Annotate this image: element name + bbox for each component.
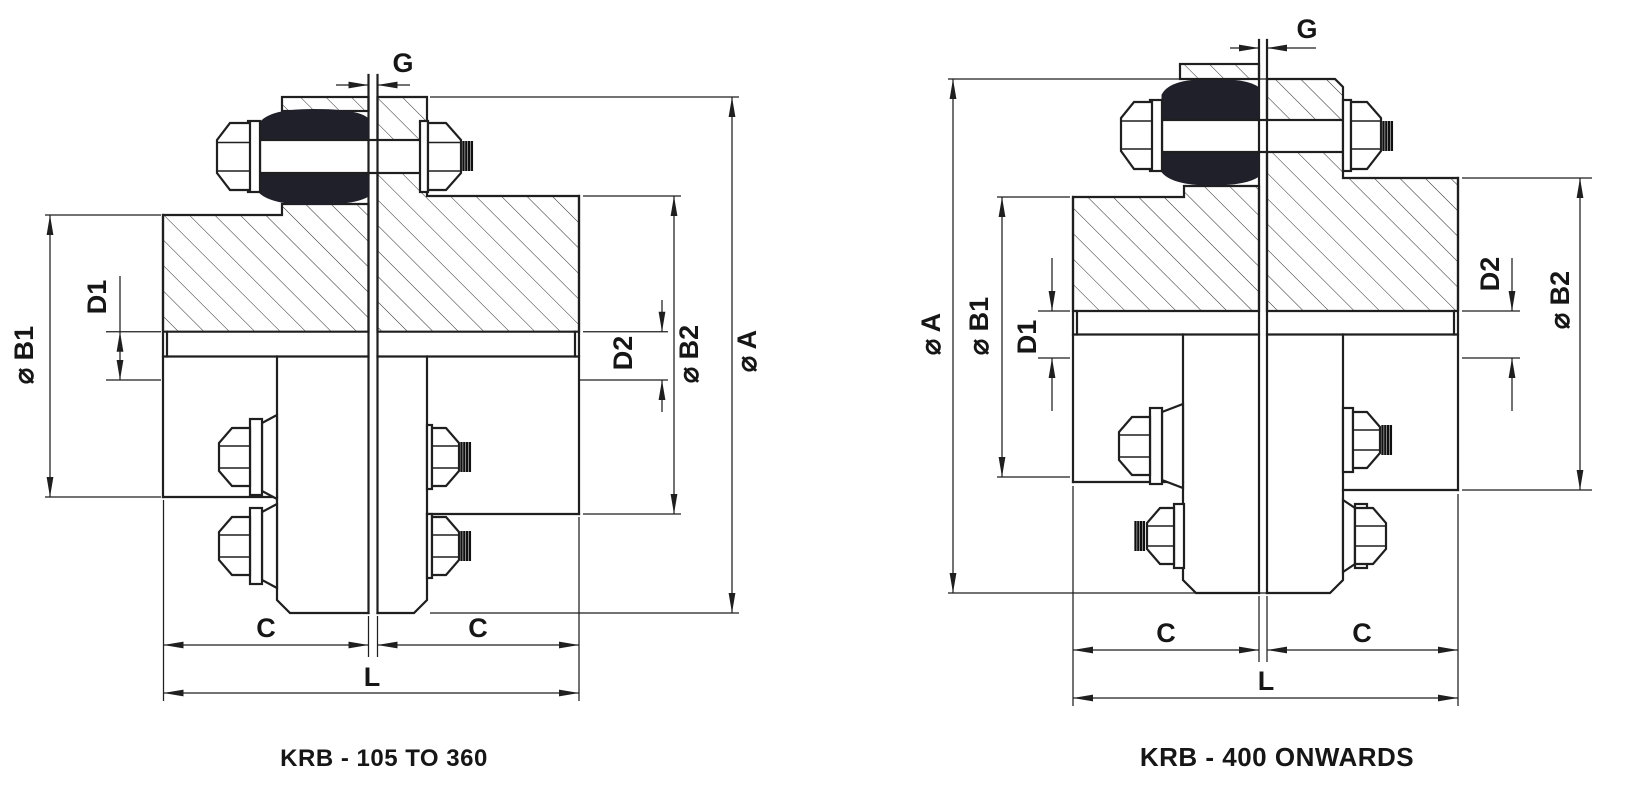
dim-label-b1-right: ⌀ B1 bbox=[964, 297, 994, 355]
pin-bush-assembly-right bbox=[1119, 78, 1394, 186]
nut-washer bbox=[418, 119, 430, 194]
thread-end-right bbox=[1382, 119, 1394, 153]
dim-label-c2-right: C bbox=[1352, 618, 1372, 648]
pin-nut-right bbox=[1349, 100, 1383, 171]
thread-end bbox=[462, 139, 474, 173]
dim-label-d2-left: D2 bbox=[608, 336, 638, 371]
dim-label-a-right: ⌀ A bbox=[916, 313, 946, 355]
dim-label-gap-left: G bbox=[392, 48, 413, 78]
sectioned-hubs-left-diagram bbox=[161, 95, 581, 333]
dim-label-a-left: ⌀ A bbox=[732, 330, 762, 372]
dimension-lines-left-diagram bbox=[45, 81, 739, 701]
diagram-krb-105-to-360: G ⌀ B1 D1 D2 ⌀ B2 ⌀ A C C L KRB - 105 TO… bbox=[9, 48, 762, 772]
caption-right-diagram: KRB - 400 ONWARDS bbox=[1140, 742, 1414, 772]
dim-label-c2-left: C bbox=[468, 613, 488, 643]
caption-left-diagram: KRB - 105 TO 360 bbox=[280, 745, 488, 772]
bolt-head bbox=[215, 121, 252, 192]
dim-label-l-right: L bbox=[1258, 666, 1275, 696]
dim-label-b2-right: ⌀ B2 bbox=[1545, 271, 1575, 329]
diagram-krb-400-onwards: G ⌀ A ⌀ B1 D1 D2 ⌀ B2 C C L KRB - 400 ON… bbox=[916, 14, 1592, 772]
pin-nut bbox=[426, 121, 463, 192]
nut-washer-right bbox=[1341, 98, 1353, 173]
flange-bolts-left-diagram bbox=[217, 413, 472, 590]
flange-bolts-right-diagram bbox=[1117, 402, 1393, 575]
outside-view-left-diagram bbox=[161, 194, 581, 615]
dim-label-d1-left: D1 bbox=[82, 280, 112, 315]
dim-label-l-left: L bbox=[364, 662, 381, 692]
dim-label-d2-right: D2 bbox=[1475, 257, 1505, 292]
dim-label-b2-left: ⌀ B2 bbox=[674, 325, 704, 383]
dim-label-c1-right: C bbox=[1156, 618, 1176, 648]
dim-label-c1-left: C bbox=[256, 613, 276, 643]
dim-label-d1-right: D1 bbox=[1012, 320, 1042, 355]
dim-label-b1-left: ⌀ B1 bbox=[9, 326, 39, 384]
sectioned-hubs-right-diagram bbox=[1071, 62, 1460, 313]
pin-shank-right bbox=[1160, 118, 1345, 154]
pin-shank bbox=[258, 138, 423, 175]
dimension-lines-right-diagram bbox=[948, 44, 1592, 706]
dim-label-gap-right: G bbox=[1296, 14, 1317, 44]
bolt-head-right bbox=[1119, 100, 1154, 171]
pin-bush-assembly bbox=[215, 108, 474, 206]
